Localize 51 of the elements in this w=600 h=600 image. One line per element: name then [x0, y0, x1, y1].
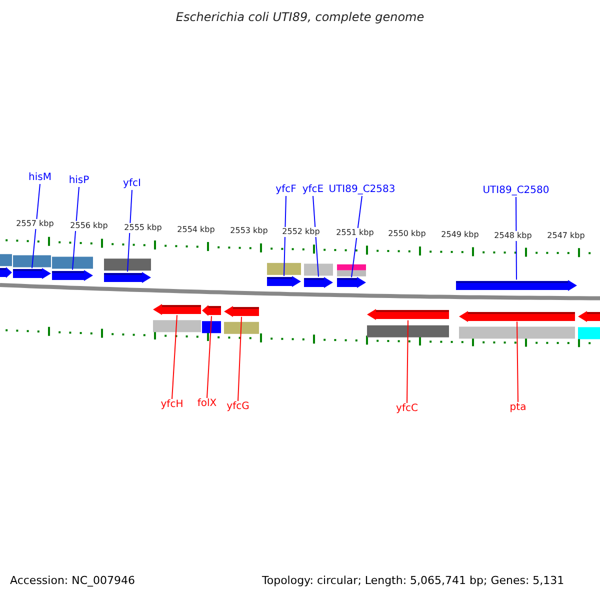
- gene-feature: [304, 276, 333, 288]
- gene-feature: [224, 306, 259, 317]
- leader-line: [351, 196, 362, 278]
- leader-line: [206, 316, 212, 398]
- scale-label: 2552 kbp: [282, 227, 320, 238]
- gene-feature: [459, 310, 575, 322]
- gene-feature: [337, 277, 366, 288]
- gene-feature: [202, 305, 221, 316]
- leader-line: [127, 190, 132, 272]
- gene-feature: [153, 304, 201, 316]
- leader-line: [516, 196, 517, 280]
- gene-feature: [13, 268, 51, 280]
- gene-label: hisM: [28, 172, 52, 184]
- leader-line: [238, 316, 242, 402]
- gene-feature: [456, 280, 577, 291]
- scale-label: 2554 kbp: [177, 224, 215, 235]
- gene-feature: [367, 309, 449, 320]
- gene-feature: [52, 270, 93, 281]
- title: Escherichia coli UTI89, complete genome: [174, 10, 426, 24]
- leader-line: [516, 321, 518, 402]
- scale-label: 2557 kbp: [16, 219, 54, 230]
- gene-label: yfcG: [226, 401, 250, 413]
- gene-label: UTI89_C2583: [328, 184, 396, 196]
- footer-text: Topology: circular; Length: 5,065,741 bp; Genes: 5,131: [262, 574, 564, 587]
- gene-feature: [267, 276, 301, 287]
- gene-label: yfcC: [396, 403, 418, 415]
- leader-line: [72, 186, 80, 270]
- leader-line: [312, 196, 319, 278]
- gene-label: hisP: [68, 175, 90, 187]
- leader-line: [32, 184, 40, 269]
- gene-feature: [104, 272, 151, 283]
- gene-label: folX: [197, 398, 217, 410]
- scale-label: 2547 kbp: [547, 231, 585, 242]
- leader-line: [406, 320, 408, 404]
- scale-label: 2548 kbp: [494, 230, 532, 241]
- gene-label: yfcF: [276, 184, 296, 196]
- scale-label: 2551 kbp: [336, 228, 374, 238]
- leader-line: [284, 196, 286, 276]
- gene-label: yfcE: [302, 184, 324, 196]
- scale-label: 2553 kbp: [230, 226, 268, 236]
- gene-feature: [578, 311, 600, 322]
- gene-label: UTI89_C2580: [482, 185, 550, 197]
- scale-label: 2556 kbp: [70, 221, 108, 232]
- gene-label: yfcI: [123, 178, 141, 190]
- leader-line: [172, 314, 178, 400]
- gene-label: pta: [510, 402, 526, 414]
- gene-label: yfcH: [160, 399, 184, 411]
- scale-label: 2549 kbp: [441, 230, 479, 240]
- footer-text: Accession: NC_007946: [10, 574, 136, 587]
- scale-label: 2550 kbp: [388, 229, 426, 240]
- scale-label: 2555 kbp: [124, 223, 162, 234]
